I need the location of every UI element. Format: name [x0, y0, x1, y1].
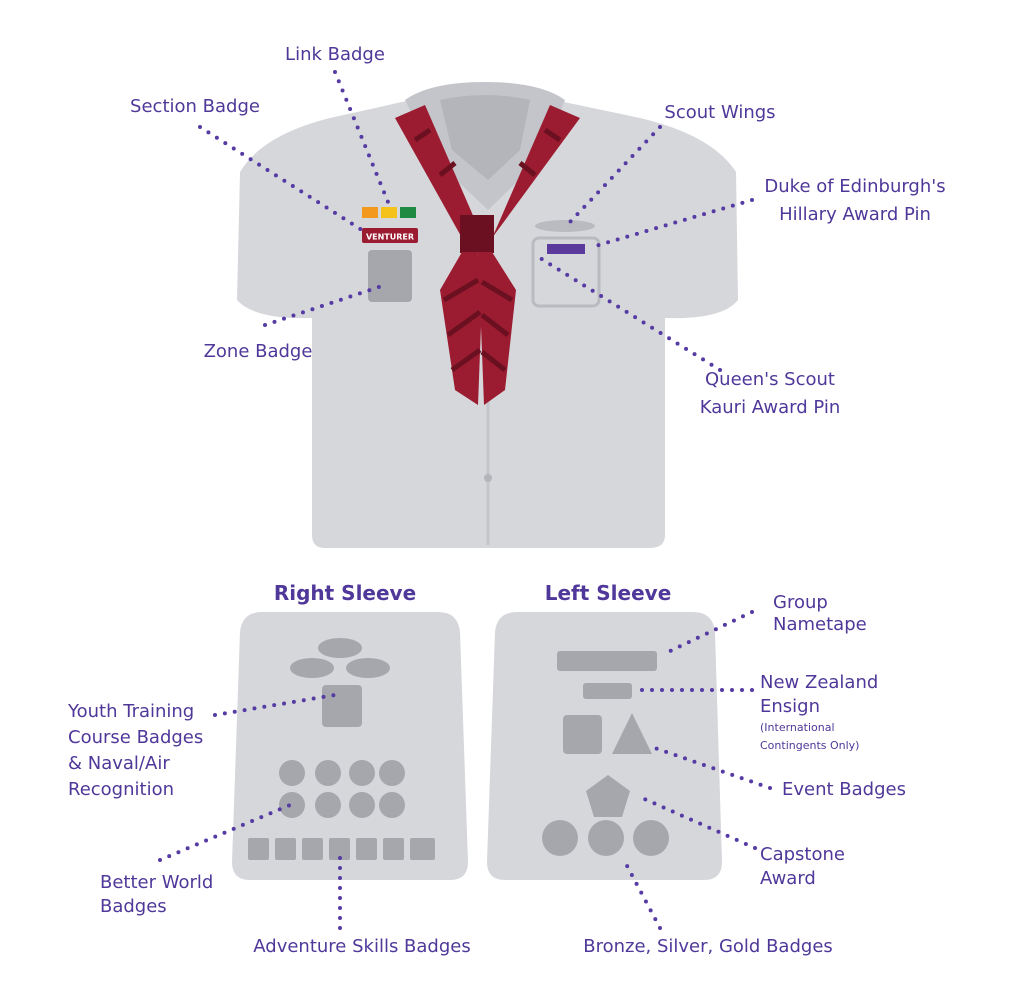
label-youth-line4: Recognition: [68, 779, 174, 800]
label-better-line1: Better World: [100, 872, 213, 893]
label-zone-badge: Zone Badge: [204, 341, 313, 362]
link-badge-yellow: [381, 207, 397, 218]
label-capstone-line1: Capstone: [760, 844, 845, 865]
label-link-badge: Link Badge: [285, 44, 385, 65]
label-nz-line1: New Zealand: [760, 672, 878, 693]
right-sleeve-badges: [248, 638, 435, 860]
label-duke-line2: Hillary Award Pin: [779, 204, 931, 225]
label-scout-wings: Scout Wings: [664, 102, 775, 123]
label-duke-line1: Duke of Edinburgh's: [764, 176, 945, 197]
label-adventure: Adventure Skills Badges: [253, 936, 470, 957]
label-group-line2: Nametape: [773, 614, 867, 635]
left-sleeve: [487, 612, 722, 880]
leader-lines: [158, 70, 772, 930]
link-badge-green: [400, 207, 416, 218]
label-nz-line2: Ensign: [760, 696, 820, 717]
shirt: VENTURER: [237, 82, 738, 548]
zone-badge: [368, 250, 412, 302]
woggle: [460, 215, 494, 253]
label-section-badge: Section Badge: [130, 96, 260, 117]
link-badge-orange: [362, 207, 378, 218]
left-sleeve-title: Left Sleeve: [545, 581, 672, 605]
section-badge: [362, 228, 418, 243]
right-sleeve-title: Right Sleeve: [274, 581, 416, 605]
label-queens-line2: Kauri Award Pin: [700, 397, 840, 418]
pocket: [531, 236, 601, 308]
label-nz-line4: Contingents Only): [760, 739, 859, 752]
label-queens-line1: Queen's Scout: [705, 369, 835, 390]
nz-ensign: [583, 683, 632, 699]
capstone-award: [586, 775, 630, 817]
neckerchief: [395, 105, 580, 405]
label-youth-line3: & Naval/Air: [68, 753, 170, 774]
scout-wings: [535, 220, 595, 232]
label-capstone-line2: Award: [760, 868, 816, 889]
label-youth-line2: Course Badges: [68, 727, 203, 748]
label-bronze-silver-gold: Bronze, Silver, Gold Badges: [583, 936, 833, 957]
button: [484, 474, 492, 482]
label-nz-line3: (International: [760, 721, 835, 734]
label-group-line1: Group: [773, 592, 828, 613]
group-nametape: [557, 651, 657, 671]
label-better-line2: Badges: [100, 896, 167, 917]
left-sleeve-badges: [542, 651, 669, 856]
label-event-badges: Event Badges: [782, 779, 906, 800]
hillary-award-pin: [547, 244, 585, 254]
section-badge-text: VENTURER: [366, 233, 414, 242]
label-youth-line1: Youth Training: [67, 701, 194, 722]
